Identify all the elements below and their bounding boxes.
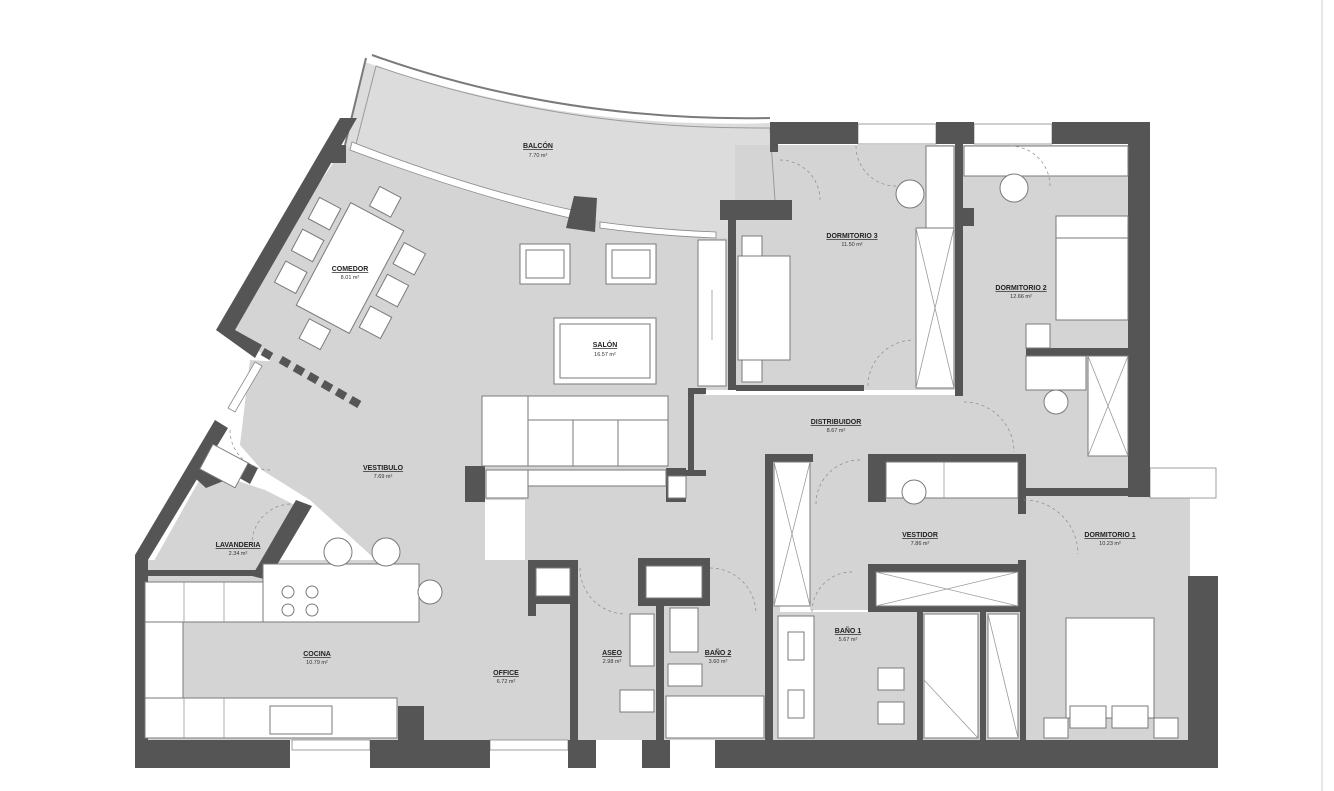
area-dormitorio2: 12.66 m² — [1010, 294, 1032, 300]
area-bano2: 3.60 m² — [709, 659, 728, 665]
area-cocina: 10.79 m² — [306, 660, 328, 666]
area-dormitorio1: 10.23 m² — [1099, 541, 1121, 547]
label-balcon: BALCÓN — [523, 141, 553, 150]
label-office: OFFICE — [493, 670, 519, 677]
laundry-floor — [150, 470, 295, 568]
label-dormitorio1: DORMITORIO 1 — [1084, 532, 1135, 539]
label-dormitorio2: DORMITORIO 2 — [995, 285, 1046, 292]
label-distribuidor: DISTRIBUIDOR — [811, 419, 862, 426]
label-aseo: ASEO — [602, 650, 622, 657]
dining-table — [273, 185, 427, 351]
area-balcon: 7.70 m² — [529, 153, 548, 159]
label-vestibulo: VESTIBULO — [363, 465, 404, 472]
area-lavanderia: 2.34 m² — [229, 551, 248, 557]
hall-floor — [240, 360, 1020, 740]
walls — [135, 118, 1218, 768]
label-vestidor: VESTIDOR — [902, 532, 938, 539]
label-cocina: COCINA — [303, 651, 331, 658]
area-distribuidor: 8.67 m² — [827, 428, 846, 434]
area-vestibulo: 7.69 m² — [374, 474, 393, 480]
windows — [227, 123, 1217, 751]
area-bano1: 5.67 m² — [839, 637, 858, 643]
area-comedor: 8.01 m² — [341, 275, 360, 281]
room-labels: BALCÓN 7.70 m² COMEDOR 8.01 m² SALÓN 16.… — [216, 141, 1136, 685]
louvers — [260, 348, 362, 408]
area-vestidor: 7.86 m² — [911, 541, 930, 547]
furniture — [144, 145, 1179, 739]
label-comedor: COMEDOR — [332, 266, 369, 273]
balcony-floor — [345, 62, 770, 238]
area-salon: 16.57 m² — [594, 352, 616, 358]
label-salon: SALÓN — [593, 340, 618, 349]
label-bano1: BAÑO 1 — [835, 626, 862, 635]
door-swings — [229, 145, 1079, 615]
label-bano2: BAÑO 2 — [705, 648, 732, 657]
label-lavanderia: LAVANDERIA — [216, 542, 261, 549]
area-dormitorio3: 11.50 m² — [841, 242, 862, 248]
area-office: 6.72 m² — [497, 679, 516, 685]
area-aseo: 2.98 m² — [603, 659, 622, 665]
label-dormitorio3: DORMITORIO 3 — [826, 233, 877, 240]
